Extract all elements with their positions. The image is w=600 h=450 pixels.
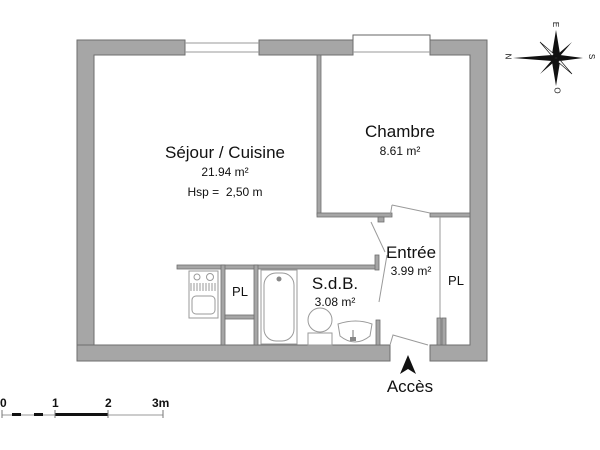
door-sdb (378, 254, 388, 303)
room-area: 3.08 m² (314, 295, 356, 309)
outer-walls (76, 39, 488, 362)
bathtub (260, 269, 298, 345)
room-area: 21.94 m² (201, 165, 249, 179)
room-name: Séjour / Cuisine (164, 143, 285, 162)
window-sejour (185, 42, 259, 53)
room-label-chambre: Chambre 8.61 m² (355, 122, 445, 158)
room-area: 3.99 m² (390, 264, 432, 278)
room-name: Chambre (365, 122, 435, 141)
compass-rose-icon (513, 30, 583, 86)
interior-walls (176, 54, 471, 346)
compass-east-label: E (551, 21, 561, 28)
toilet (307, 307, 333, 346)
room-label-pl-entree: PL (448, 273, 464, 288)
compass-south-label: S (587, 53, 597, 60)
door-entrance (389, 334, 429, 346)
room-label-sejour: Séjour / Cuisine 21.94 m² Hsp = 2,50 m (150, 143, 300, 199)
compass-north-label: N (503, 53, 513, 60)
sink (337, 320, 373, 343)
stove (188, 270, 219, 319)
scale-tick-3: 3m (152, 396, 170, 410)
room-area: 8.61 m² (379, 144, 421, 158)
scale-tick-1: 1 (52, 396, 59, 410)
access-arrow-icon (400, 355, 416, 374)
door-chambre (370, 204, 431, 253)
room-name: Entrée (385, 243, 437, 262)
compass-west-label: O (552, 87, 562, 94)
room-label-sdb: S.d.B. 3.08 m² (305, 274, 365, 309)
access-label: Accès (386, 377, 434, 396)
ceiling-height: Hsp = 2,50 m (187, 185, 263, 199)
scale-tick-0: 0 (0, 396, 7, 410)
window-chambre (352, 34, 431, 53)
room-label-pl-kitchen: PL (232, 284, 248, 299)
room-name: S.d.B. (311, 274, 359, 293)
scale-bar (1, 410, 164, 418)
scale-tick-2: 2 (105, 396, 112, 410)
room-label-entree: Entrée 3.99 m² (376, 243, 446, 278)
